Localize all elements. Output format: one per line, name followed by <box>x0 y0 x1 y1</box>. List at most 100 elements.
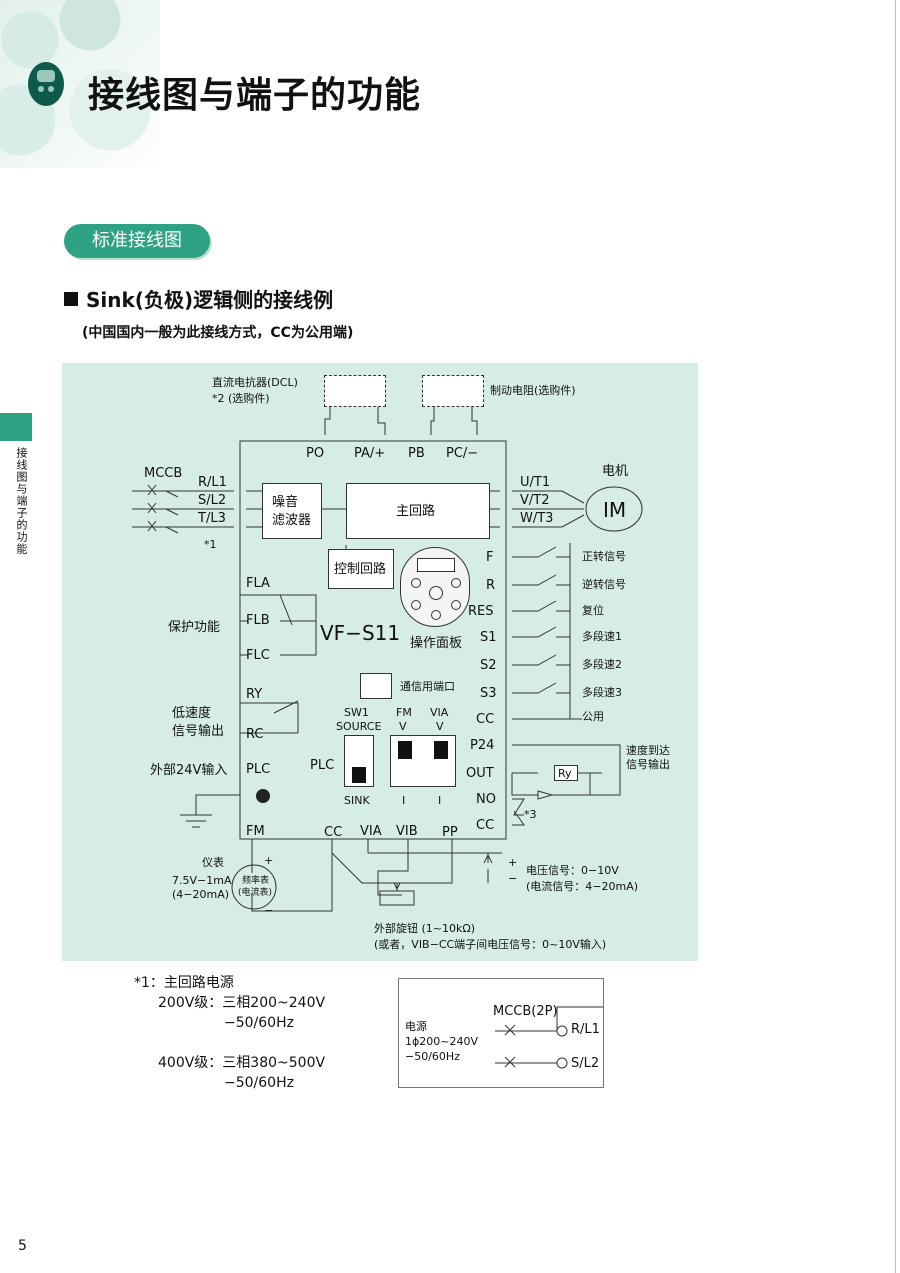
meter-face-2: (电流表) <box>238 888 273 898</box>
bus-terminal-pa: PA/+ <box>354 446 386 461</box>
notes-200v-b: −50/60Hz <box>224 1015 294 1031</box>
output-terminal-v: V/T2 <box>520 493 550 508</box>
label-reset: 复位 <box>582 604 604 617</box>
terminal-cc: CC <box>476 712 495 727</box>
model-name: VF−S11 <box>320 621 401 645</box>
dcl-label: 直流电抗器(DCL) <box>212 376 298 389</box>
footnote-marker-3: *3 <box>524 808 537 821</box>
logo-icon <box>28 62 64 106</box>
comm-port-icon <box>360 673 392 699</box>
noise-filter-label-1: 噪音 <box>272 495 299 510</box>
via-i-label: I <box>438 794 442 807</box>
page-number: 5 <box>18 1238 27 1254</box>
ground-terminal-icon <box>256 789 270 803</box>
terminal-cc-3: CC <box>324 825 343 840</box>
bus-terminal-po: PO <box>306 446 325 461</box>
fm-switch-knob <box>398 741 412 759</box>
meter-spec-2: (4−20mA) <box>172 888 230 901</box>
notes-200v-a: 200V级：三相200~240V <box>158 995 326 1011</box>
notes-title: *1：主回路电源 <box>134 975 234 991</box>
notes-400v-a: 400V级：三相380~500V <box>158 1055 326 1071</box>
terminal-res: RES <box>468 604 494 619</box>
section-subheading: (中国国内一般为此接线方式，CC为公用端) <box>82 325 354 341</box>
inset-lines <box>495 1006 603 1069</box>
input-terminal-r: R/L1 <box>198 475 227 490</box>
inset-terminal-s: S/L2 <box>571 1056 600 1071</box>
low-speed-label-2: 信号输出 <box>172 724 225 739</box>
control-circuit-label: 控制回路 <box>334 562 387 577</box>
side-tab-text: 接线图与端子的功能 <box>15 447 28 555</box>
notes-400v-b: −50/60Hz <box>224 1075 294 1091</box>
page-edge-rule <box>895 0 896 1273</box>
label-common: 公用 <box>582 710 604 723</box>
terminal-s3: S3 <box>480 686 497 701</box>
section-pill: 标准接线图 <box>64 224 210 258</box>
terminal-rc: RC <box>246 727 264 742</box>
terminal-vib: VIB <box>396 824 418 839</box>
speed-reach-label-2: 信号输出 <box>626 758 670 771</box>
current-signal-label: (电流信号：4−20mA) <box>526 880 639 893</box>
terminal-flb: FLB <box>246 613 270 628</box>
output-terminal-w: W/T3 <box>520 511 554 526</box>
label-forward: 正转信号 <box>582 550 626 563</box>
ry-relay-label: Ry <box>558 767 572 780</box>
output-terminal-u: U/T1 <box>520 475 551 490</box>
knob-label: 外部旋钮 (1~10kΩ) <box>374 922 476 935</box>
terminal-pp: PP <box>442 825 458 840</box>
terminal-ry: RY <box>246 687 263 702</box>
wiring-diagram: 直流电抗器(DCL) *2 (选购件) 制动电阻(选购件) PO PA/+ PB… <box>62 363 698 961</box>
ry-relay-box <box>554 765 578 781</box>
operator-panel-icon <box>400 547 470 627</box>
footnote-marker-1: *1 <box>204 538 217 551</box>
via-v-label: V <box>436 720 444 733</box>
inset-terminal-r: R/L1 <box>571 1022 600 1037</box>
terminal-s1: S1 <box>480 630 497 645</box>
comm-port-label: 通信用端口 <box>400 680 455 693</box>
terminal-plc: PLC <box>246 762 271 777</box>
via-switch-label: VIA <box>430 706 449 719</box>
source-label: SOURCE <box>336 720 382 733</box>
terminal-cc-2: CC <box>476 818 495 833</box>
plc-switch-label: PLC <box>310 758 335 773</box>
terminal-r: R <box>486 578 496 593</box>
control-circuit-box <box>328 549 394 589</box>
motor-im: IM <box>603 498 627 522</box>
meter-face-1: 频率表 <box>242 876 270 886</box>
main-circuit-label: 主回路 <box>396 504 436 519</box>
terminal-flc: FLC <box>246 648 270 663</box>
protection-label: 保护功能 <box>168 620 221 635</box>
meter-plus: + <box>264 854 274 867</box>
section-heading-text: Sink(负极)逻辑侧的接线例 <box>86 288 334 312</box>
fm-switch-label: FM <box>396 706 412 719</box>
signal-minus: − <box>508 872 518 885</box>
mccb-label: MCCB <box>144 466 183 481</box>
input-terminal-s: S/L2 <box>198 493 227 508</box>
noise-filter-box <box>262 483 322 539</box>
bus-terminal-pb: PB <box>408 446 425 461</box>
low-speed-label-1: 低速度 <box>172 706 212 721</box>
fm-v-label: V <box>399 720 407 733</box>
terminal-out: OUT <box>466 766 494 781</box>
speed-reach-label-1: 速度到达 <box>626 744 670 757</box>
header-background <box>0 0 160 168</box>
terminal-p24: P24 <box>470 738 495 753</box>
operator-panel-label: 操作面板 <box>410 636 463 651</box>
noise-filter-label-2: 滤波器 <box>272 513 312 528</box>
voltage-signal-label: 电压信号：0−10V <box>526 864 619 877</box>
inset-source-1: 电源 <box>405 1020 427 1033</box>
signal-plus: + <box>508 856 518 869</box>
main-circuit-box <box>346 483 490 539</box>
label-reverse: 逆转信号 <box>582 578 626 591</box>
power-notes: *1：主回路电源 200V级：三相200~240V −50/60Hz 400V级… <box>134 973 325 1093</box>
dcl-box <box>324 375 386 407</box>
meter-minus: − <box>264 904 274 917</box>
page-title: 接线图与端子的功能 <box>88 75 422 116</box>
brake-resistor-box <box>422 375 484 407</box>
meter-label: 仪表 <box>202 856 224 869</box>
ext24-label: 外部24V输入 <box>150 763 228 778</box>
section-heading: Sink(负极)逻辑侧的接线例 <box>64 284 333 313</box>
terminal-via: VIA <box>360 824 382 839</box>
inset-source-3: −50/60Hz <box>405 1050 460 1063</box>
terminal-no: NO <box>476 792 496 807</box>
via-switch-knob <box>434 741 448 759</box>
